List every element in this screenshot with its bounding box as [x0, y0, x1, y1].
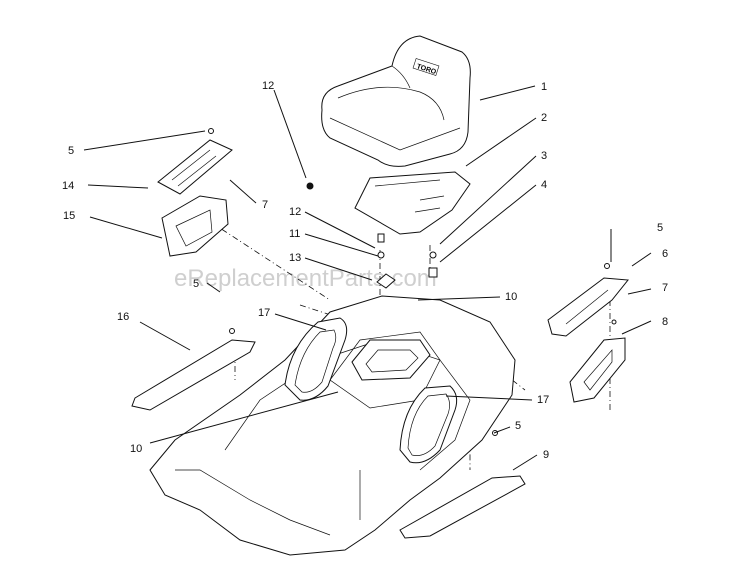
callout-5c: 5	[515, 420, 521, 432]
callout-12b: 12	[289, 206, 301, 218]
callout-10b: 10	[130, 443, 142, 455]
callout-12a: 12	[262, 80, 274, 92]
callouts: 1 2 3 4 5 14 7 15 12 12 11 13 5 10 16 17…	[62, 80, 668, 461]
seat-box	[351, 339, 431, 381]
callout-9: 9	[543, 449, 549, 461]
callout-11: 11	[289, 228, 300, 240]
left-fender-pad	[284, 317, 348, 401]
callout-7b: 7	[662, 282, 668, 294]
callout-3: 3	[541, 150, 547, 162]
callout-15: 15	[63, 210, 75, 222]
left-foot-plate	[131, 328, 256, 411]
callout-13: 13	[289, 252, 301, 264]
callout-14: 14	[62, 180, 74, 192]
right-shift-guide	[569, 319, 626, 403]
seat: TORO	[321, 35, 471, 167]
callout-6: 6	[662, 248, 668, 260]
callout-8: 8	[662, 316, 668, 328]
callout-1: 1	[541, 81, 547, 93]
leader-lines	[83, 85, 652, 471]
callout-2: 2	[541, 112, 547, 124]
callout-4: 4	[541, 179, 547, 191]
callout-16: 16	[117, 311, 129, 323]
callout-10a: 10	[505, 291, 517, 303]
left-control-plate	[157, 128, 233, 195]
left-shift-guide	[161, 195, 229, 257]
callout-17b: 17	[537, 394, 549, 406]
seat-bracket	[354, 171, 471, 235]
callout-7a: 7	[262, 199, 268, 211]
callout-5a: 5	[68, 145, 74, 157]
callout-5d: 5	[657, 222, 663, 234]
right-control-plate	[547, 263, 629, 337]
callout-17a: 17	[258, 307, 270, 319]
callout-5b: 5	[193, 278, 199, 290]
seat-hardware	[306, 182, 438, 303]
